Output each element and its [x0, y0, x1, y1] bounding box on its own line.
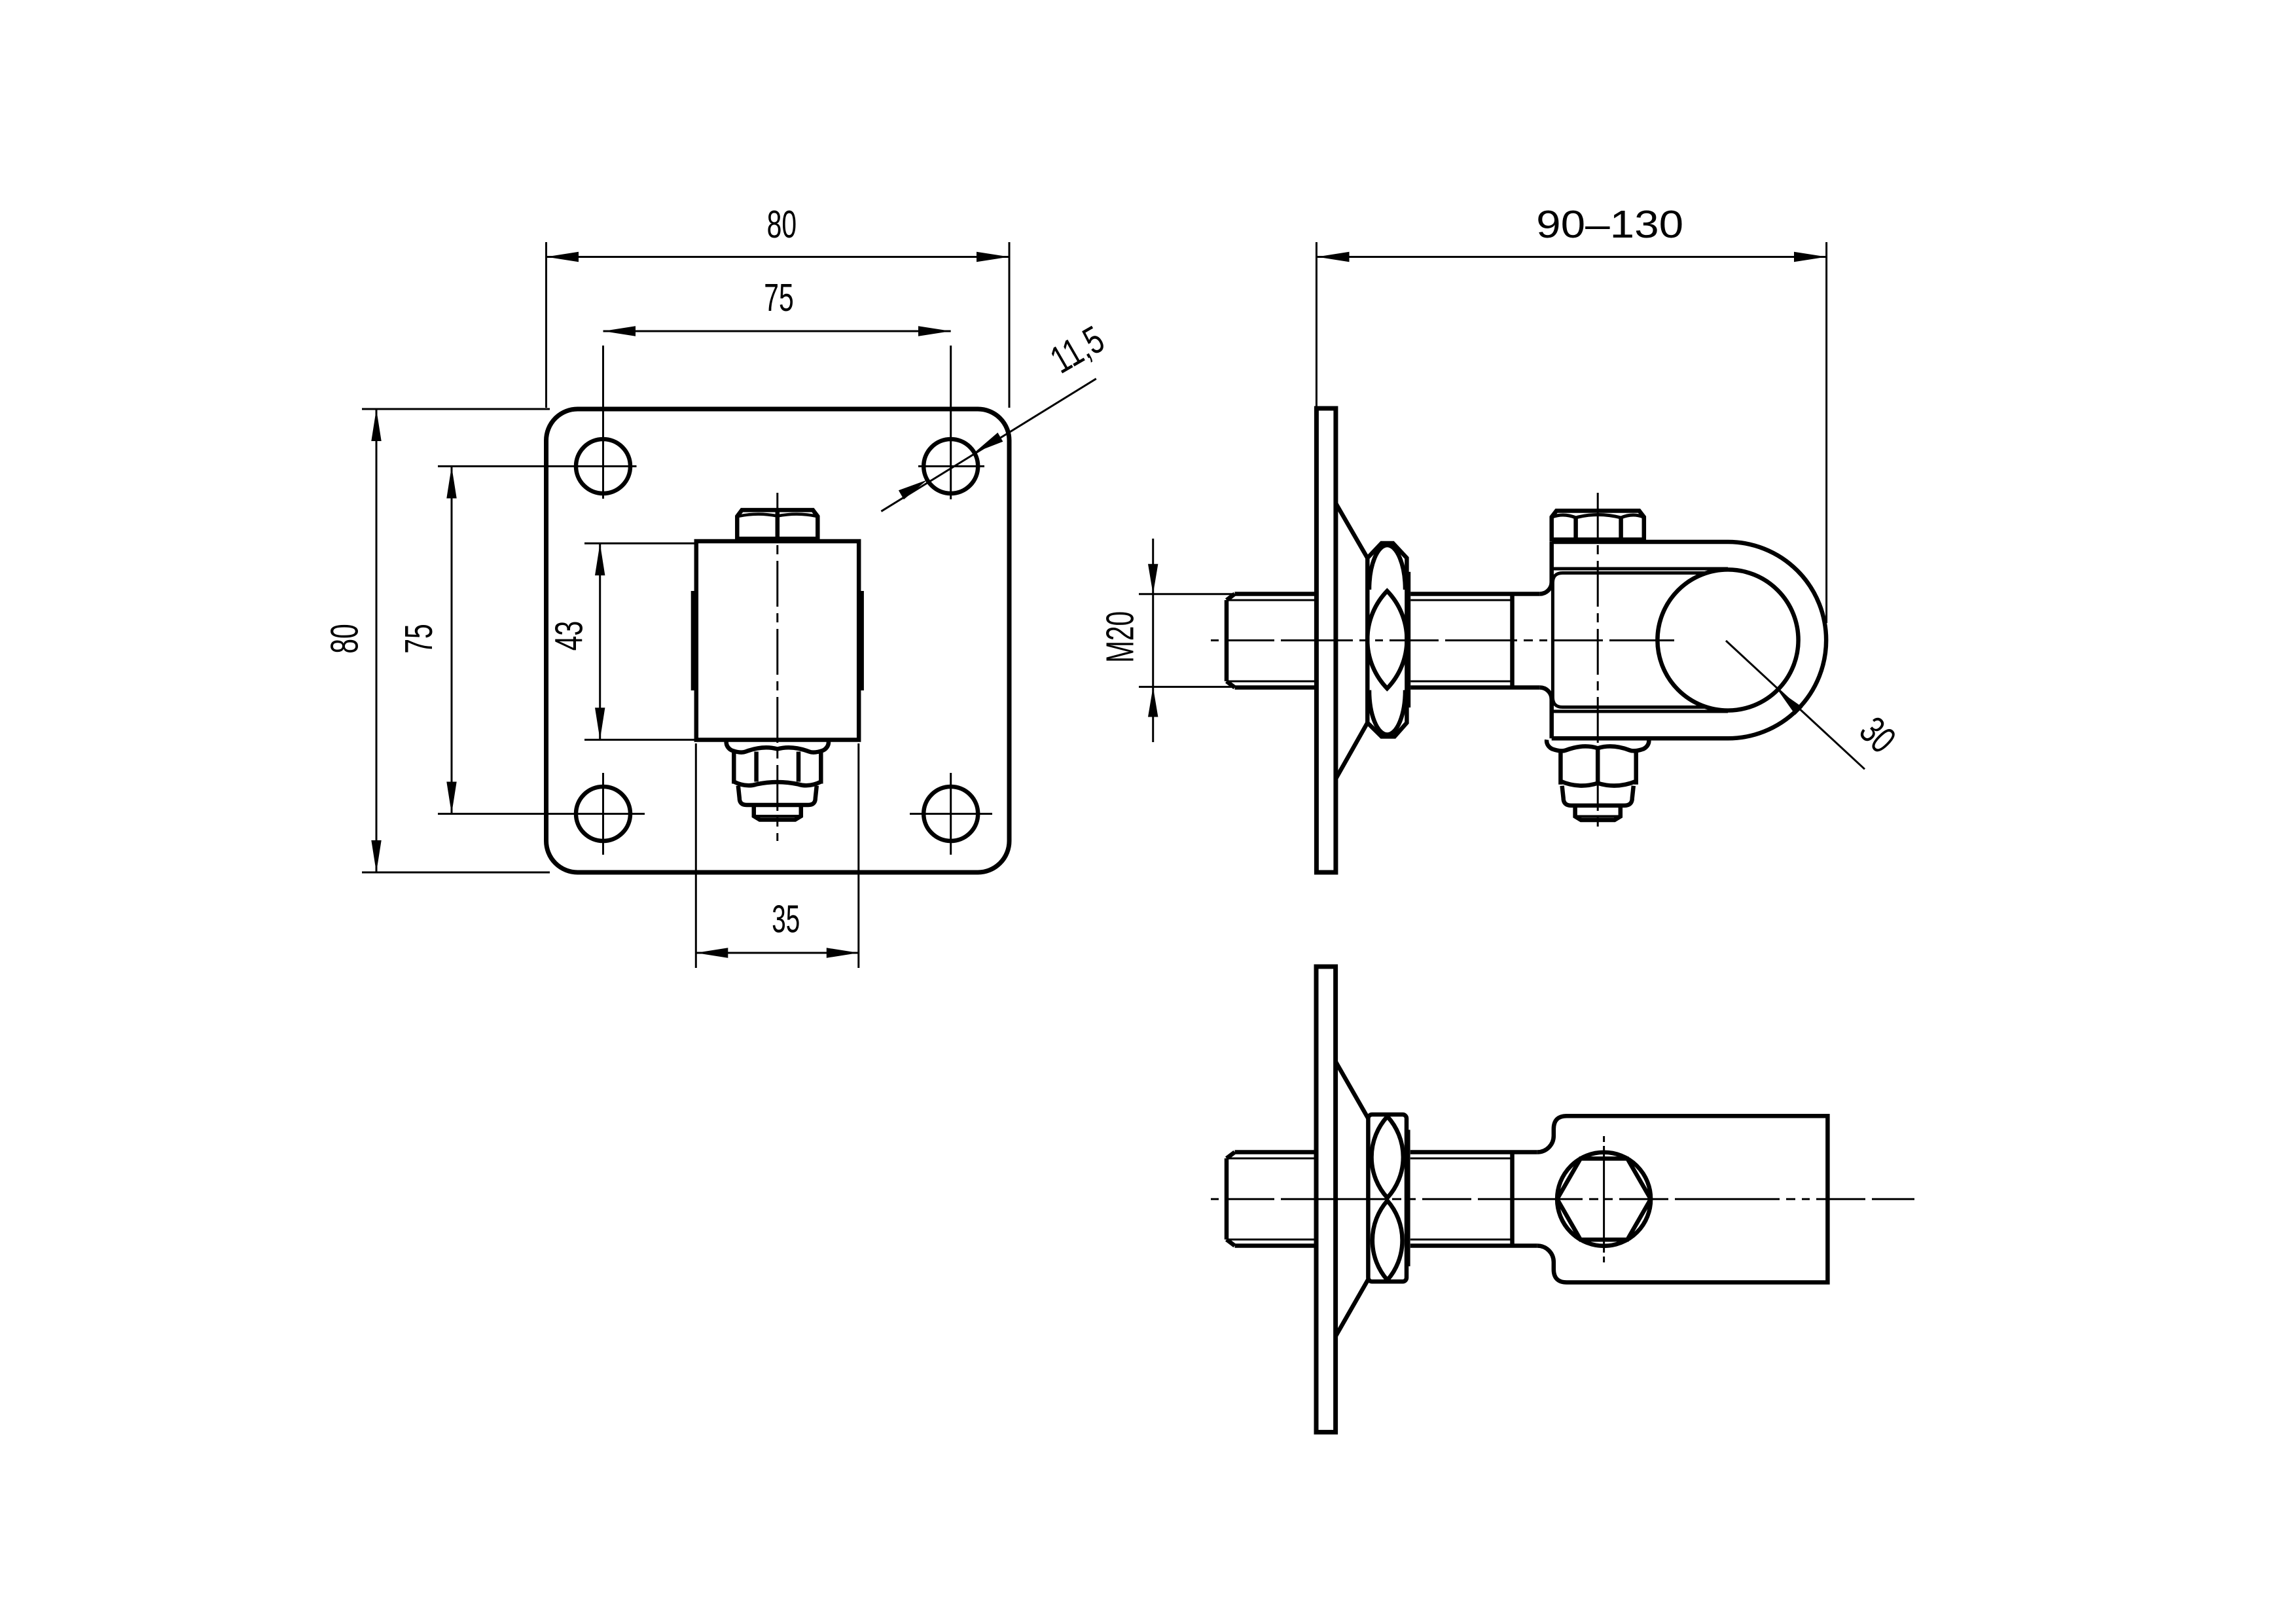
svg-text:80: 80	[323, 624, 367, 654]
svg-text:75: 75	[397, 624, 440, 654]
svg-text:35: 35	[772, 898, 800, 941]
svg-text:80: 80	[767, 203, 797, 246]
svg-text:75: 75	[764, 276, 794, 319]
svg-text:90–130: 90–130	[1536, 203, 1683, 246]
svg-text:M20: M20	[1098, 611, 1141, 663]
svg-text:43: 43	[548, 621, 591, 651]
